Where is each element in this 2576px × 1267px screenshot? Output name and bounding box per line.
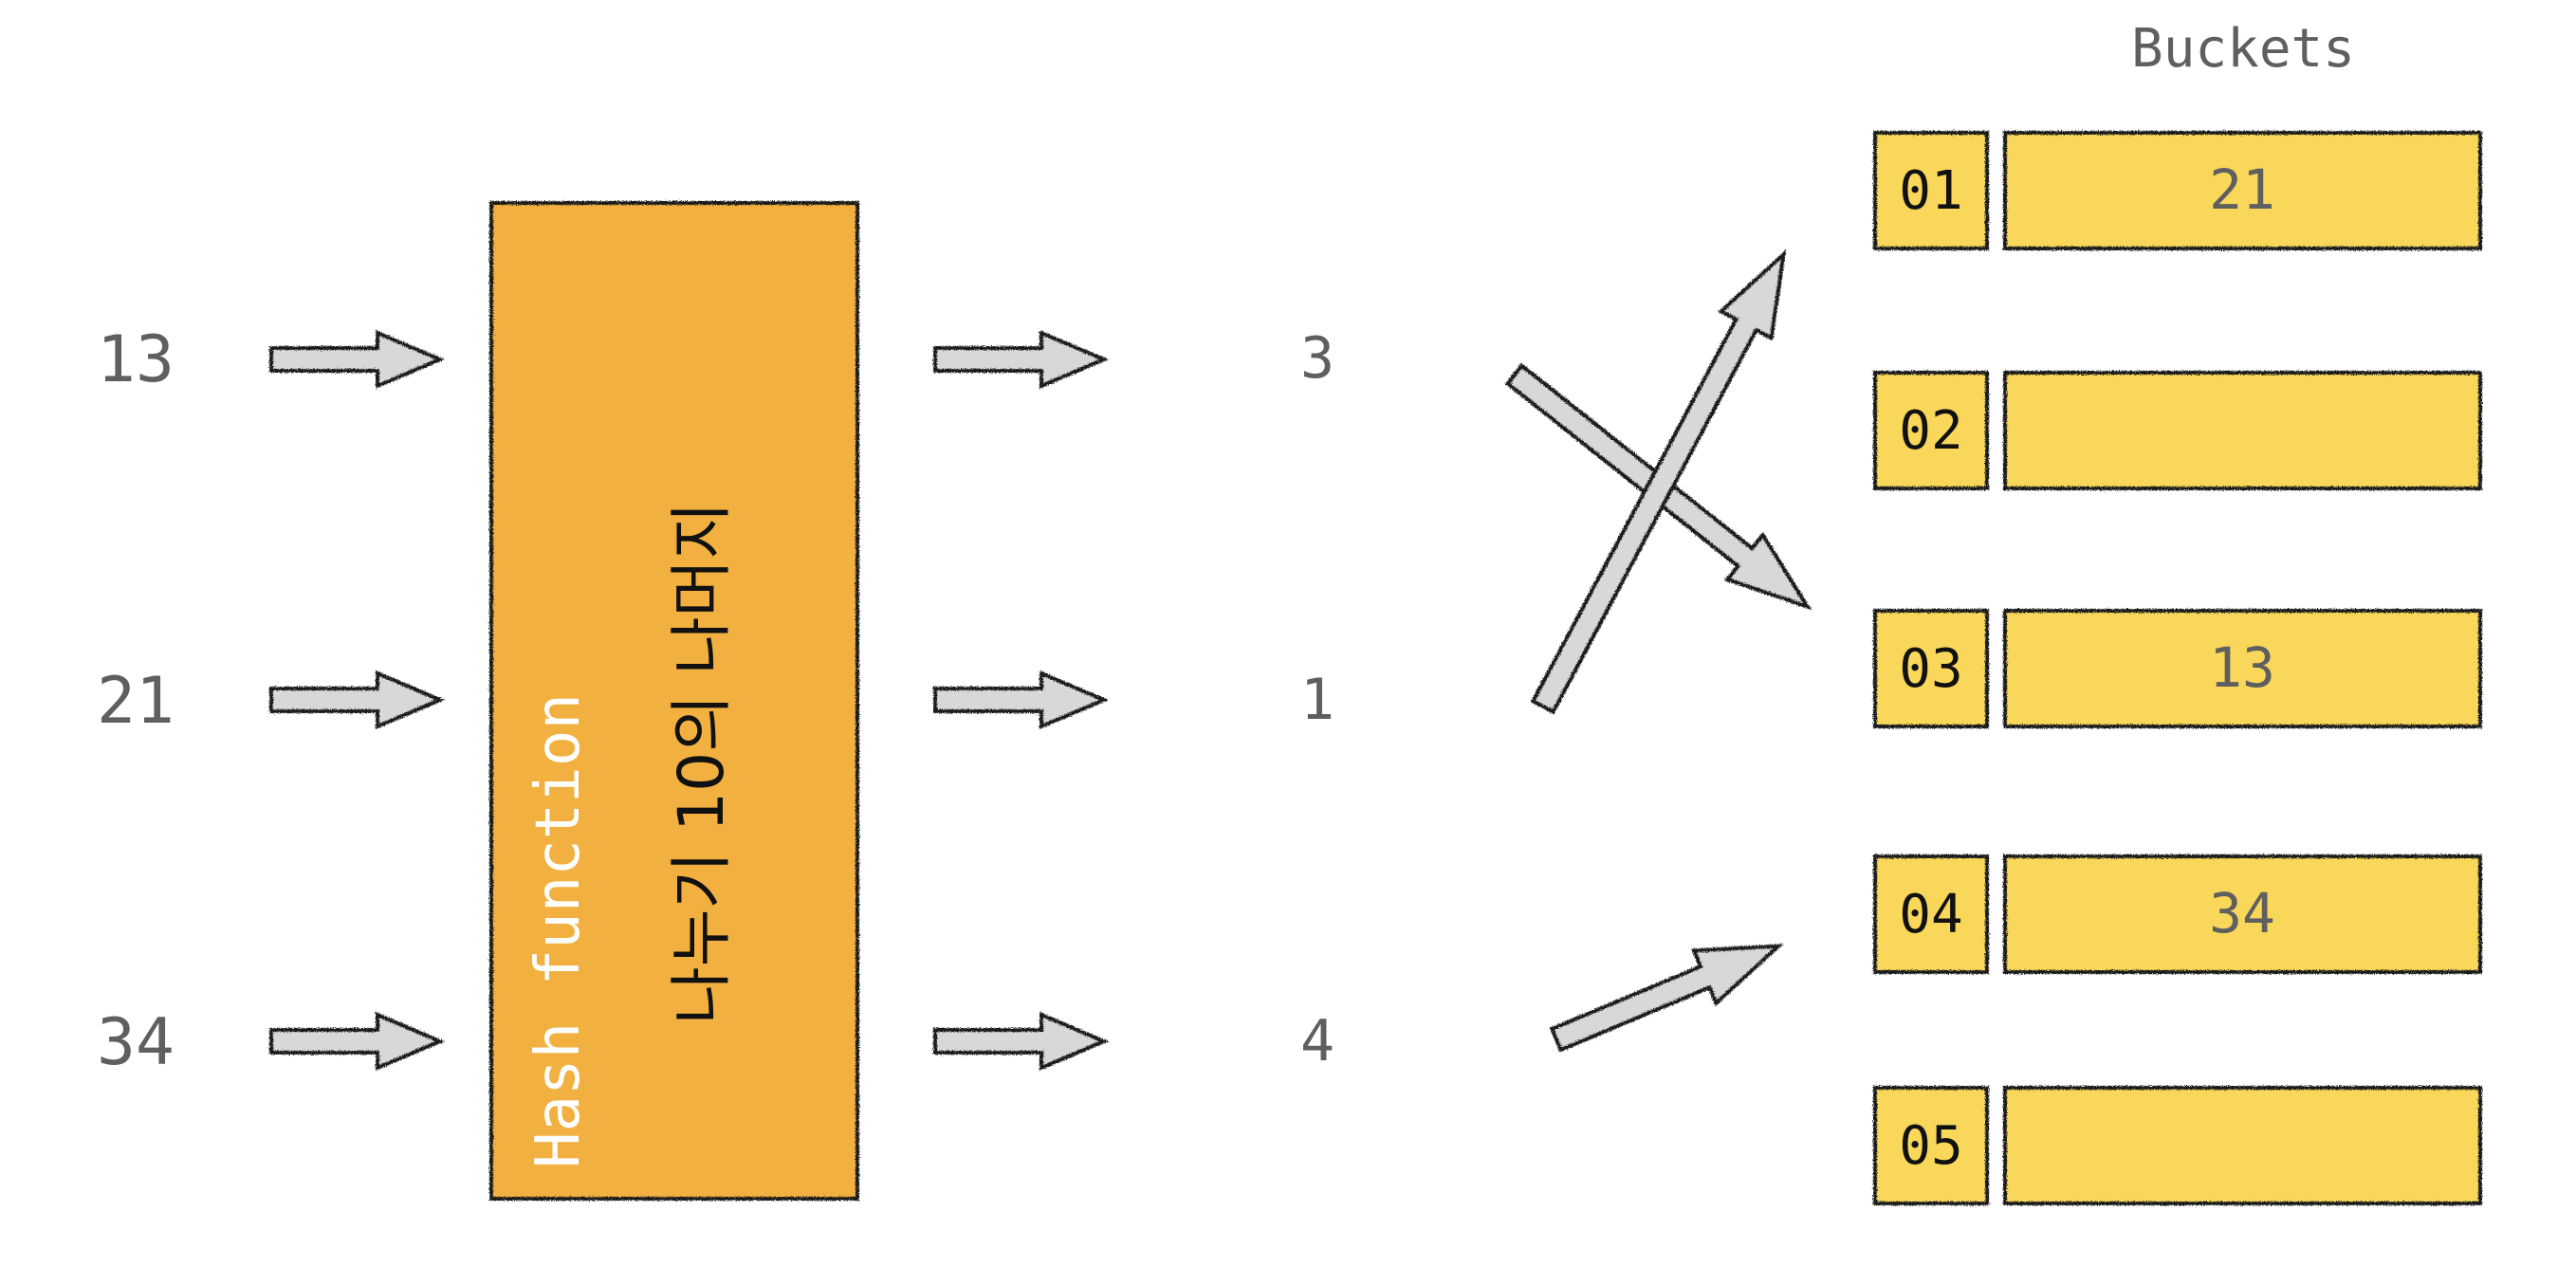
map-arrow-4-to-04 xyxy=(1549,944,1784,1053)
bucket-slot xyxy=(2003,371,2482,490)
output-arrow-3 xyxy=(933,1011,1110,1072)
bucket-index: 04 xyxy=(1899,884,1962,946)
input-arrow-3 xyxy=(269,1011,446,1072)
bucket-index-box xyxy=(1873,1086,1989,1205)
bucket-index: 03 xyxy=(1899,638,1962,700)
bucket-index: 01 xyxy=(1899,160,1962,222)
output-arrow-1 xyxy=(933,329,1110,390)
bucket-index-box xyxy=(1873,609,1989,728)
bucket-row-01: 01 21 xyxy=(1873,131,2482,250)
hash-value-1: 1 xyxy=(1300,667,1334,733)
bucket-index: 05 xyxy=(1899,1115,1962,1177)
bucket-row-04: 04 34 xyxy=(1873,854,2482,974)
bucket-row-03: 03 13 xyxy=(1873,609,2482,728)
bucket-index-box xyxy=(1873,371,1989,490)
output-arrows xyxy=(933,329,1110,1072)
input-arrow-1 xyxy=(269,329,446,390)
key-13: 13 xyxy=(97,322,175,397)
hash-function-label: Hash function xyxy=(524,693,594,1168)
bucket-value: 21 xyxy=(2209,157,2275,222)
input-arrows xyxy=(269,329,446,1072)
map-arrow-1-to-01 xyxy=(1530,248,1787,715)
bucket-slot xyxy=(2003,1086,2482,1205)
hash-function-formula: 나누기 10의 나머지 xyxy=(665,502,738,1024)
hash-value-3: 3 xyxy=(1300,325,1334,392)
key-21: 21 xyxy=(97,664,175,739)
buckets-title: Buckets xyxy=(2131,18,2355,80)
bucket-slot xyxy=(2003,609,2482,728)
bucket-value: 34 xyxy=(2209,881,2275,946)
bucket-row-05: 05 xyxy=(1873,1086,2482,1205)
hash-value-4: 4 xyxy=(1300,1008,1334,1074)
hash-function-box xyxy=(489,201,859,1201)
bucket-value: 13 xyxy=(2209,635,2275,700)
bucket-index-box xyxy=(1873,131,1989,250)
bucket-index-box xyxy=(1873,854,1989,974)
bucket-slot xyxy=(2003,131,2482,250)
bucket-index: 02 xyxy=(1899,400,1962,462)
output-arrow-2 xyxy=(933,670,1110,730)
bucket-row-02: 02 xyxy=(1873,371,2482,490)
bucket-slot xyxy=(2003,854,2482,974)
key-34: 34 xyxy=(97,1005,175,1080)
mapping-arrows xyxy=(1504,248,1812,1053)
input-arrow-2 xyxy=(269,670,446,730)
